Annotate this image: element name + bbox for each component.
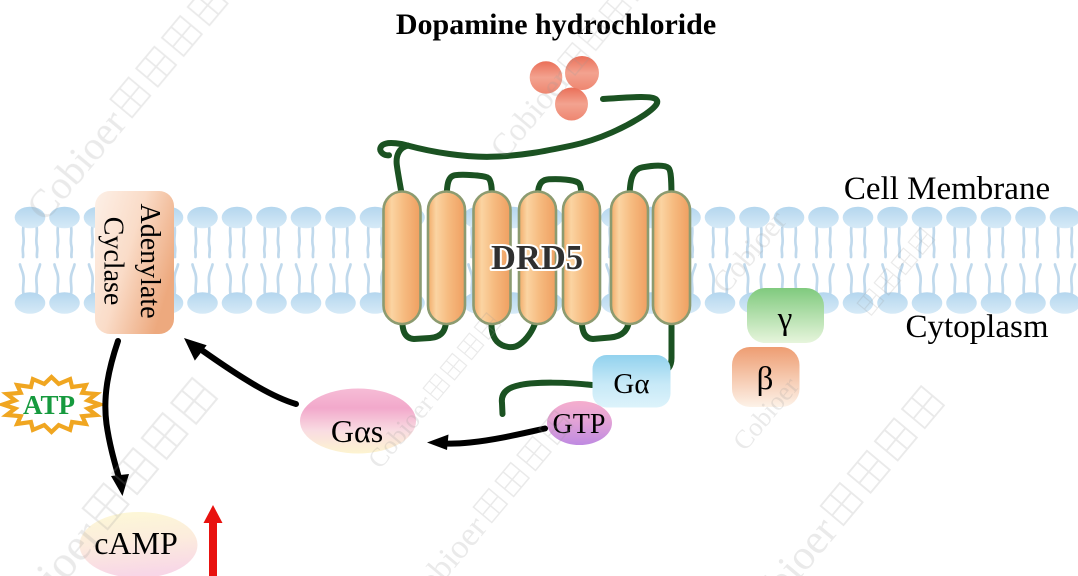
svg-text:Gα: Gα <box>613 368 649 400</box>
svg-text:Cytoplasm: Cytoplasm <box>905 309 1048 345</box>
svg-text:ATP: ATP <box>23 390 75 420</box>
svg-text:Gαs: Gαs <box>331 413 383 449</box>
svg-text:γ: γ <box>777 301 793 337</box>
svg-text:Cell Membrane: Cell Membrane <box>844 171 1050 207</box>
svg-text:GTP: GTP <box>553 409 606 440</box>
svg-text:cAMP: cAMP <box>94 525 178 561</box>
svg-text:AdenylateCyclase: AdenylateCyclase <box>98 203 166 318</box>
svg-text:Dopamine hydrochloride: Dopamine hydrochloride <box>396 8 716 41</box>
svg-text:β: β <box>757 361 774 397</box>
svg-text:DRD5: DRD5 <box>491 239 583 277</box>
